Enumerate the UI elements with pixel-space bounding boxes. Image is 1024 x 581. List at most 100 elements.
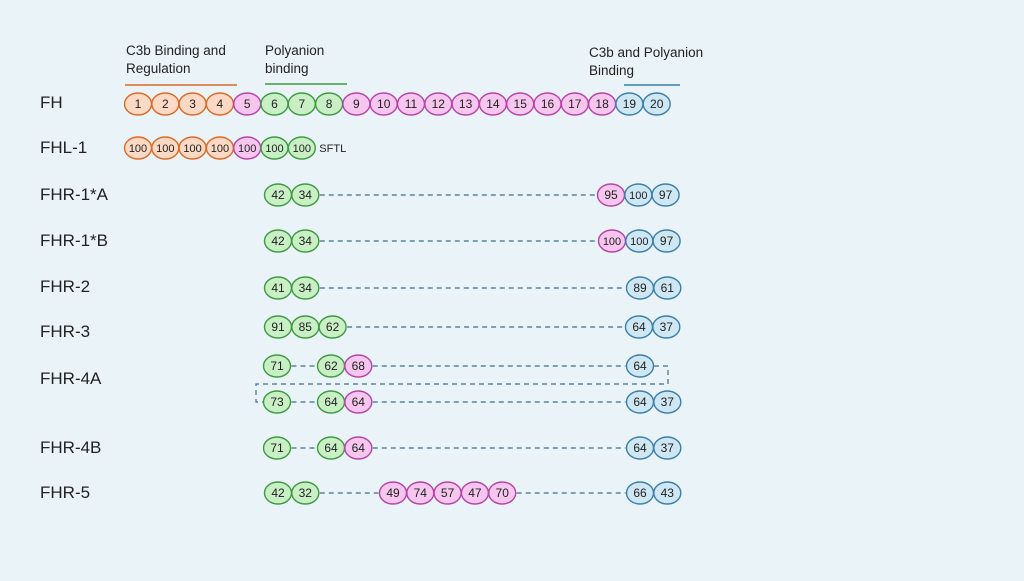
domain-orange: 100 — [123, 136, 153, 160]
domain-blue: 97 — [652, 229, 681, 253]
domain-value: 34 — [299, 281, 313, 295]
domain-value: 20 — [650, 97, 664, 111]
row-suffix: SFTL — [319, 143, 346, 155]
domain-value: 71 — [270, 441, 284, 455]
domain-orange: 2 — [151, 92, 180, 116]
domain-value: 4 — [217, 97, 224, 111]
domain-blue: 64 — [625, 354, 655, 378]
domain-value: 100 — [238, 143, 256, 155]
domain-value: 73 — [270, 395, 284, 409]
domain-value: 16 — [541, 97, 555, 111]
domain-green: 8 — [314, 92, 344, 116]
domain-value: 11 — [405, 97, 418, 111]
domain-blue: 61 — [653, 276, 682, 300]
domain-pink: 11 — [396, 92, 426, 116]
domain-green: 62 — [316, 354, 346, 378]
row-label-FHL-1: FHL-1 — [40, 138, 87, 157]
domain-value: 91 — [271, 320, 285, 334]
domain-value: 100 — [630, 236, 648, 248]
domain-value: 64 — [352, 395, 366, 409]
domain-green: 100 — [287, 136, 316, 160]
domain-orange: 3 — [178, 92, 207, 116]
domain-value: 100 — [293, 143, 311, 155]
domain-pink: 64 — [344, 390, 373, 414]
domain-value: 100 — [183, 143, 201, 155]
domain-blue: 66 — [625, 481, 655, 505]
domain-pink: 68 — [344, 354, 373, 378]
row-label-FHR-5: FHR-5 — [40, 483, 90, 502]
domain-green: 100 — [260, 136, 289, 160]
domain-orange: 1 — [123, 92, 153, 116]
domain-pink: 57 — [433, 481, 462, 505]
domain-value: 100 — [265, 143, 283, 155]
domain-value: 89 — [633, 281, 647, 295]
domain-blue: 20 — [642, 92, 671, 116]
domain-blue: 100 — [625, 229, 654, 253]
domain-blue: 89 — [625, 276, 655, 300]
row-label-FHR-3: FHR-3 — [40, 322, 90, 341]
domain-value: 15 — [514, 97, 528, 111]
domain-value: 64 — [633, 441, 647, 455]
domain-value: 8 — [326, 97, 333, 111]
domain-value: 9 — [353, 97, 360, 111]
domain-green: 34 — [291, 183, 320, 207]
domain-value: 7 — [298, 97, 305, 111]
domain-value: 14 — [486, 97, 500, 111]
domain-value: 12 — [432, 97, 446, 111]
domain-value: 13 — [459, 97, 473, 111]
domain-blue: 37 — [653, 390, 682, 414]
domain-blue: 19 — [615, 92, 644, 116]
row-label-FHR-4B: FHR-4B — [40, 438, 101, 457]
domain-value: 49 — [386, 486, 400, 500]
header-3-line-2: Binding — [589, 63, 634, 78]
domain-green: 42 — [263, 183, 293, 207]
domain-value: 100 — [629, 190, 647, 202]
domain-blue: 64 — [625, 390, 655, 414]
domain-value: 100 — [211, 143, 229, 155]
domain-blue: 64 — [625, 436, 655, 460]
header-3-line-1: C3b and Polyanion — [589, 45, 703, 60]
domain-value: 100 — [603, 236, 621, 248]
domain-green: 64 — [316, 390, 346, 414]
domain-value: 6 — [271, 97, 278, 111]
domain-value: 64 — [324, 441, 338, 455]
domain-value: 64 — [633, 395, 647, 409]
domain-blue: 37 — [652, 315, 681, 339]
domain-pink: 9 — [342, 92, 371, 116]
domain-pink: 5 — [232, 92, 262, 116]
domain-blue: 64 — [624, 315, 654, 339]
domain-green: 91 — [263, 315, 293, 339]
domain-orange: 100 — [151, 136, 180, 160]
row-FHR-4A-lower: 73 64 64 64 37 — [262, 390, 682, 414]
domain-pink: 13 — [451, 92, 480, 116]
domain-value: 5 — [244, 97, 251, 111]
domain-value: 10 — [377, 97, 391, 111]
domain-blue: 97 — [651, 183, 680, 207]
domain-value: 97 — [660, 234, 674, 248]
domain-value: 100 — [129, 143, 147, 155]
domain-blue: 43 — [653, 481, 682, 505]
header-2-line-1: Polyanion — [265, 43, 324, 58]
fhr4a-wrap-connector — [255, 365, 669, 403]
domain-green: 64 — [316, 436, 346, 460]
domain-value: 37 — [661, 395, 675, 409]
domain-value: 32 — [299, 486, 313, 500]
domain-value: 2 — [162, 97, 169, 111]
domain-value: 95 — [604, 188, 618, 202]
domain-green: 71 — [262, 436, 292, 460]
domain-value: 42 — [271, 486, 285, 500]
domain-pink: 47 — [460, 481, 490, 505]
domain-value: 34 — [299, 188, 313, 202]
domain-value: 66 — [633, 486, 647, 500]
domain-value: 97 — [659, 188, 673, 202]
